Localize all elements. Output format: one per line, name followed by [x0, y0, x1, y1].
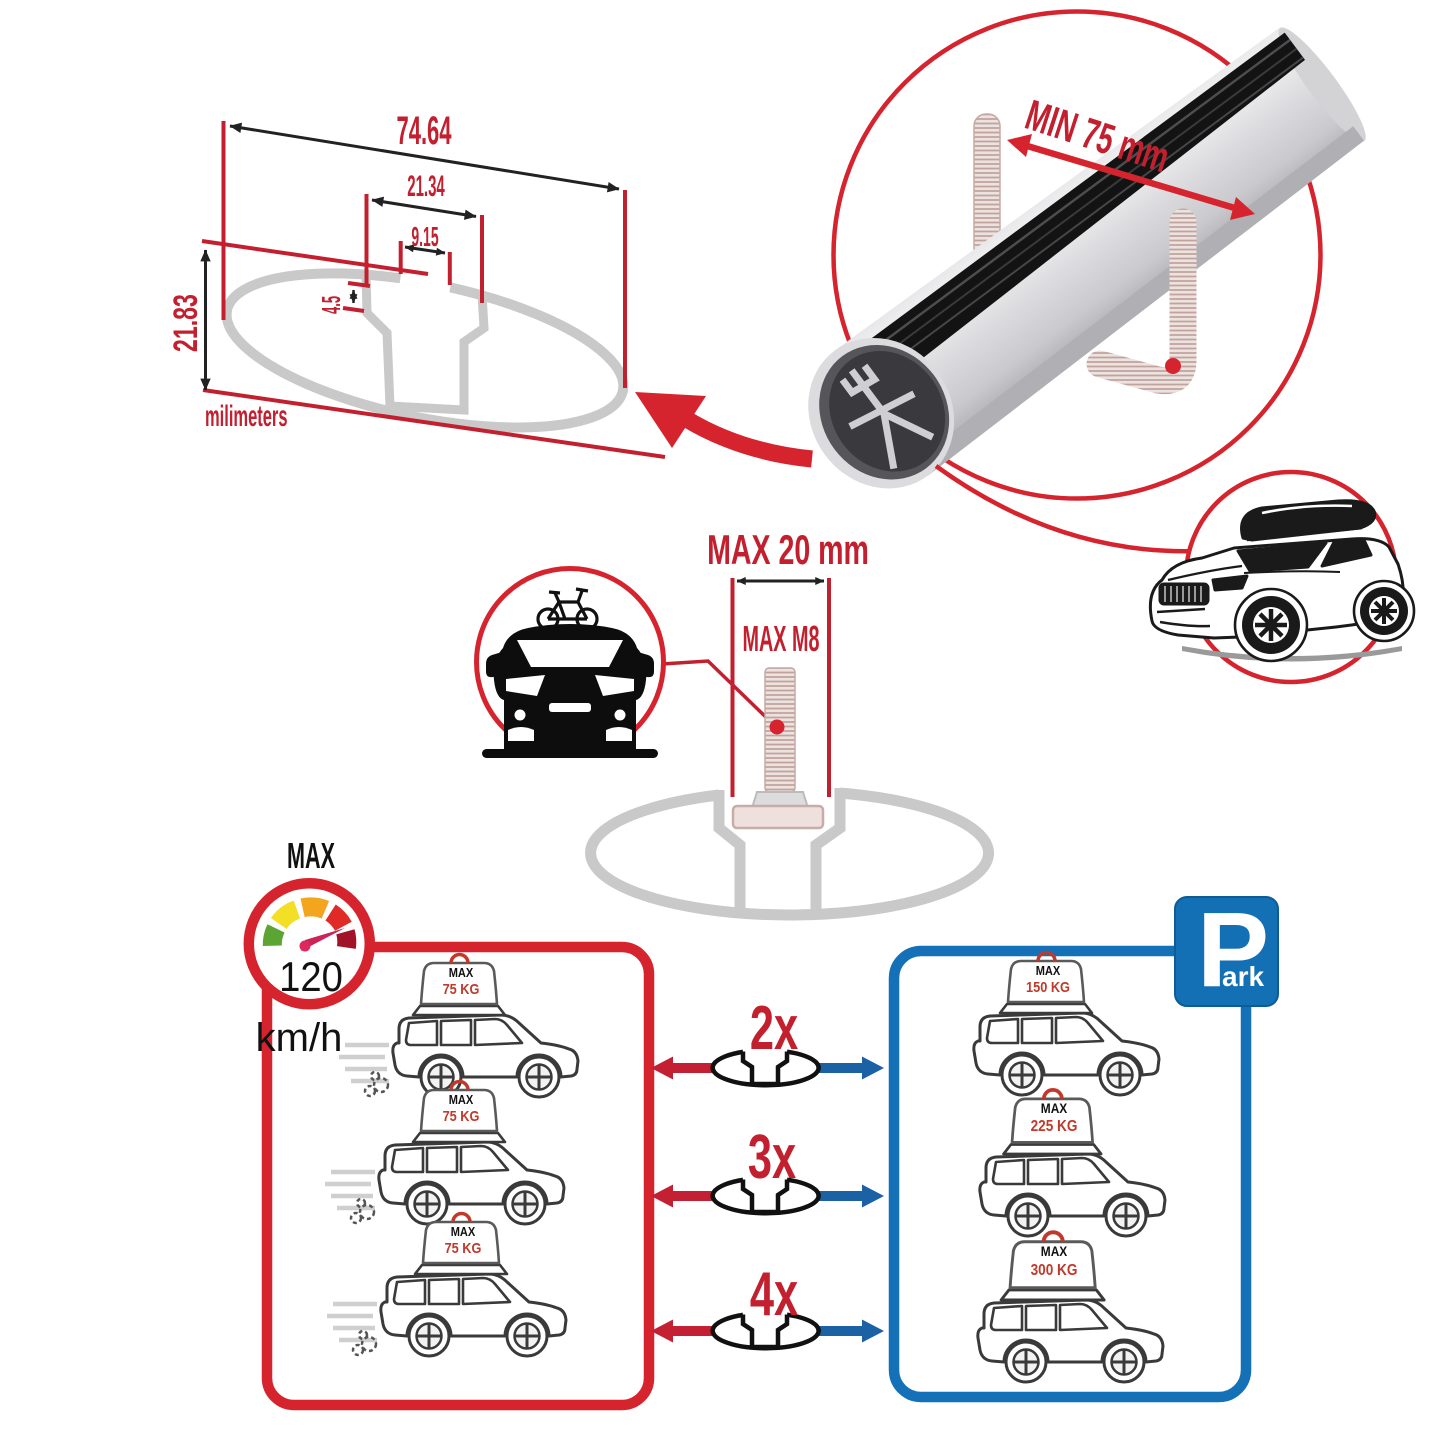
svg-text:3x: 3x — [748, 1124, 796, 1192]
svg-text:P: P — [1197, 890, 1269, 1009]
svg-text:4x: 4x — [750, 1261, 798, 1329]
svg-text:9.15: 9.15 — [411, 221, 438, 253]
svg-text:MAX: MAX — [287, 836, 335, 876]
svg-text:MAX: MAX — [449, 1092, 474, 1107]
svg-text:ark: ark — [1222, 961, 1264, 992]
svg-text:300 KG: 300 KG — [1031, 1262, 1078, 1279]
svg-text:MAX: MAX — [449, 965, 474, 980]
svg-text:225 KG: 225 KG — [1031, 1118, 1078, 1135]
svg-text:km/h: km/h — [256, 1016, 343, 1060]
svg-text:4.5: 4.5 — [317, 296, 346, 314]
svg-text:MAX 20 mm: MAX 20 mm — [707, 525, 869, 573]
svg-text:MAX: MAX — [451, 1224, 476, 1239]
svg-text:2x: 2x — [750, 995, 798, 1063]
svg-text:75 KG: 75 KG — [443, 980, 480, 997]
svg-text:milimeters: milimeters — [205, 400, 288, 433]
svg-text:150 KG: 150 KG — [1026, 978, 1070, 995]
svg-text:21.34: 21.34 — [407, 171, 445, 204]
svg-text:MAX: MAX — [1036, 963, 1061, 978]
svg-text:MAX M8: MAX M8 — [743, 620, 820, 660]
svg-text:75 KG: 75 KG — [445, 1239, 482, 1256]
svg-text:74.64: 74.64 — [396, 108, 451, 153]
svg-text:120: 120 — [279, 953, 343, 1000]
svg-text:MAX: MAX — [1041, 1100, 1068, 1116]
svg-text:MAX: MAX — [1041, 1243, 1068, 1259]
svg-text:21.83: 21.83 — [168, 294, 205, 352]
svg-text:75 KG: 75 KG — [443, 1107, 480, 1124]
